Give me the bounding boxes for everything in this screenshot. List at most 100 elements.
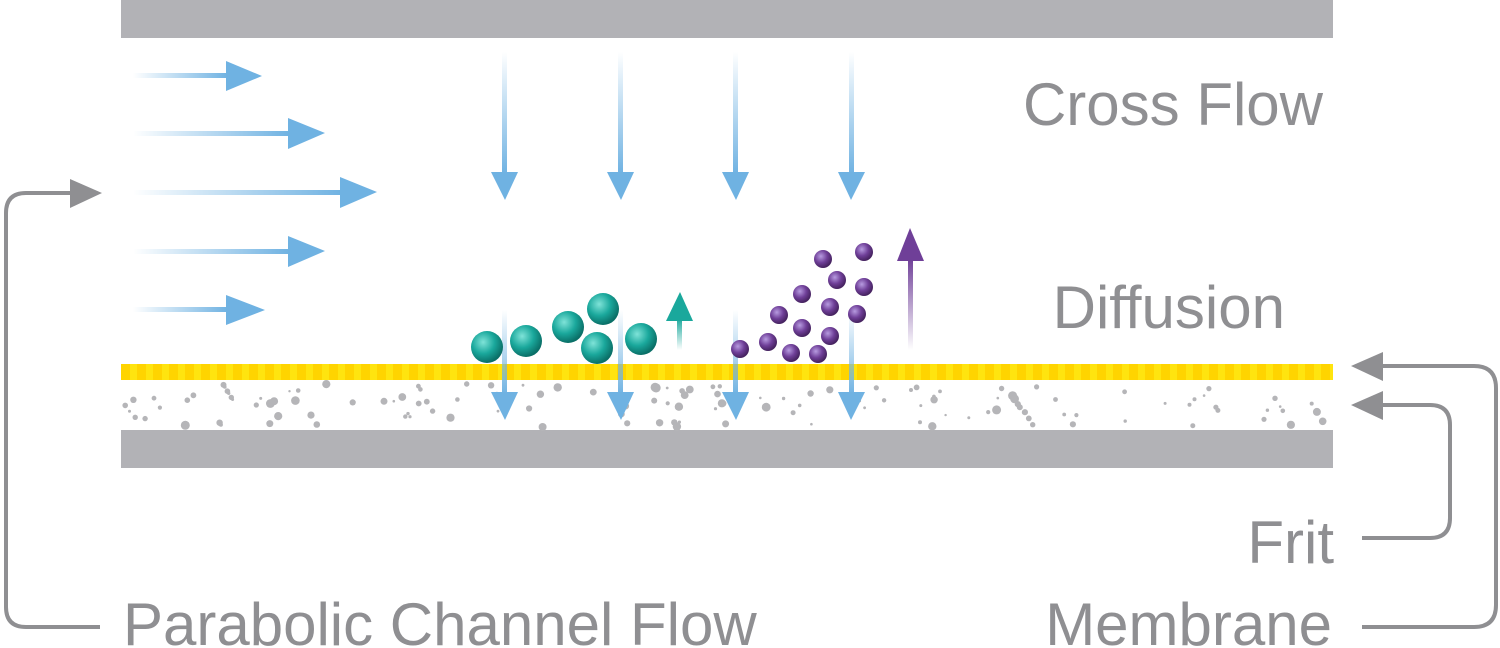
frit-pore-dot — [1074, 413, 1079, 418]
frit-pore-dot — [536, 390, 545, 398]
frit-pore-dot — [761, 402, 771, 412]
frit-pore-dot — [665, 386, 669, 390]
frit-pore-dot — [589, 388, 597, 396]
frit-pore-dot — [1016, 404, 1023, 411]
frit-pore-dot — [674, 402, 684, 411]
frit-pore-dot — [1030, 422, 1036, 428]
cross-flow-arrows — [491, 52, 865, 200]
frit-pore-dot — [1272, 395, 1278, 401]
diffusion-label: Diffusion — [1053, 274, 1285, 341]
frit-pore-dot — [322, 380, 331, 389]
frit-pore-dot — [291, 396, 300, 405]
frit-pore-dot — [919, 404, 923, 408]
frit-pore-dot — [918, 420, 922, 425]
frit-pore-dot — [253, 402, 259, 408]
frit-pore-dot — [1202, 394, 1206, 397]
frit-pore-dot — [938, 389, 942, 394]
frit-pore-dot — [909, 388, 913, 392]
frit-pore-dot — [1069, 421, 1076, 428]
frit-layer — [122, 380, 1327, 431]
frit-pore-dot — [464, 381, 470, 387]
frit-pore-dot — [651, 397, 658, 404]
frit-pore-dot — [180, 420, 190, 430]
frit-pore-dot — [223, 385, 227, 389]
frit-pore-dot — [184, 397, 191, 404]
frit-pore-dot — [313, 421, 321, 428]
frit-pore-dot — [1062, 412, 1067, 417]
small-particle — [793, 319, 811, 337]
frit-pore-dot — [1123, 419, 1127, 423]
small-particle-diffusion-arrow — [897, 228, 924, 350]
flow-arrow-5-head — [226, 295, 265, 325]
frit-pore-dot — [270, 397, 279, 406]
frit-pore-dot — [538, 423, 547, 431]
frit-pore-dot — [873, 385, 879, 391]
frit-pore-dot — [1192, 397, 1197, 402]
frit-pore-dot — [1215, 407, 1221, 413]
parabolic-flow-arrows — [133, 61, 377, 325]
frit-pore-dot — [553, 383, 562, 392]
frit-pore-dot — [1187, 402, 1192, 407]
small-particle — [731, 340, 749, 358]
flow-arrow-3-head — [340, 177, 377, 208]
frit-pore-dot — [151, 395, 157, 401]
small-particle — [793, 285, 811, 303]
frit-label: Frit — [1247, 509, 1334, 576]
frit-pore-dot — [455, 397, 460, 402]
frit-pore-dot — [790, 410, 796, 416]
small-particle — [759, 333, 777, 351]
frit-pore-dot — [713, 407, 718, 411]
parabolic-flow-connector-arrowhead — [70, 179, 102, 208]
frit-pore-dot — [406, 411, 410, 416]
frit-pore-dot — [810, 422, 813, 426]
flow-arrow-4-head — [288, 236, 325, 267]
frit-pore-dot — [392, 399, 396, 403]
frit-connector-arrowhead — [1351, 391, 1383, 420]
frit-pore-dot — [685, 385, 694, 394]
cross-flow-label: Cross Flow — [1023, 71, 1324, 138]
small-particle — [782, 344, 800, 362]
frit-pore-dot — [680, 391, 689, 399]
frit-pore-dot — [807, 390, 814, 397]
frit-pore-dot — [710, 384, 716, 390]
frit-pore-dot — [1309, 401, 1314, 406]
frit-pore-dot — [403, 414, 408, 419]
frit-pore-dot — [826, 386, 834, 394]
frit-pore-dot — [1286, 420, 1295, 429]
frit-pore-dot — [928, 422, 937, 431]
frit-pore-dot — [1163, 401, 1167, 405]
flow-arrow-3 — [133, 190, 342, 195]
frit-pore-dot — [1278, 405, 1282, 408]
frit-pore-dot — [996, 396, 1000, 400]
small-particle — [821, 327, 839, 345]
frit-pore-dot — [913, 384, 920, 391]
parabolic-flow-connector — [4, 191, 100, 629]
membrane-label: Membrane — [1045, 591, 1332, 648]
frit-pore-dot — [429, 408, 436, 414]
frit-pore-dot — [1021, 409, 1028, 416]
frit-pore-dot — [231, 398, 235, 401]
frit-pore-dot — [408, 415, 412, 419]
large-particle — [510, 325, 542, 357]
frit-pore-dot — [797, 403, 802, 408]
small-particle — [770, 306, 788, 324]
frit-pore-dot — [672, 422, 682, 431]
frit-pore-dot — [274, 412, 283, 421]
large-particle-diffusion-arrow — [666, 292, 693, 350]
flow-arrow-2 — [133, 131, 290, 136]
frit-pore-dot — [720, 400, 727, 407]
frit-pore-dot — [1206, 386, 1212, 392]
frit-pore-dot — [717, 384, 722, 389]
frit-pore-dot — [259, 396, 263, 400]
frit-pore-dot — [759, 396, 762, 400]
flow-arrow-1 — [133, 73, 228, 78]
frit-pore-dot — [418, 387, 423, 392]
membrane-connector — [1362, 364, 1498, 629]
small-particle — [855, 243, 873, 261]
frit-pore-dot — [446, 413, 455, 422]
frit-pore-dot — [526, 405, 533, 412]
frit-pore-dot — [1315, 411, 1320, 415]
frit-pore-dot — [998, 385, 1005, 392]
frit-pore-dot — [722, 420, 730, 428]
